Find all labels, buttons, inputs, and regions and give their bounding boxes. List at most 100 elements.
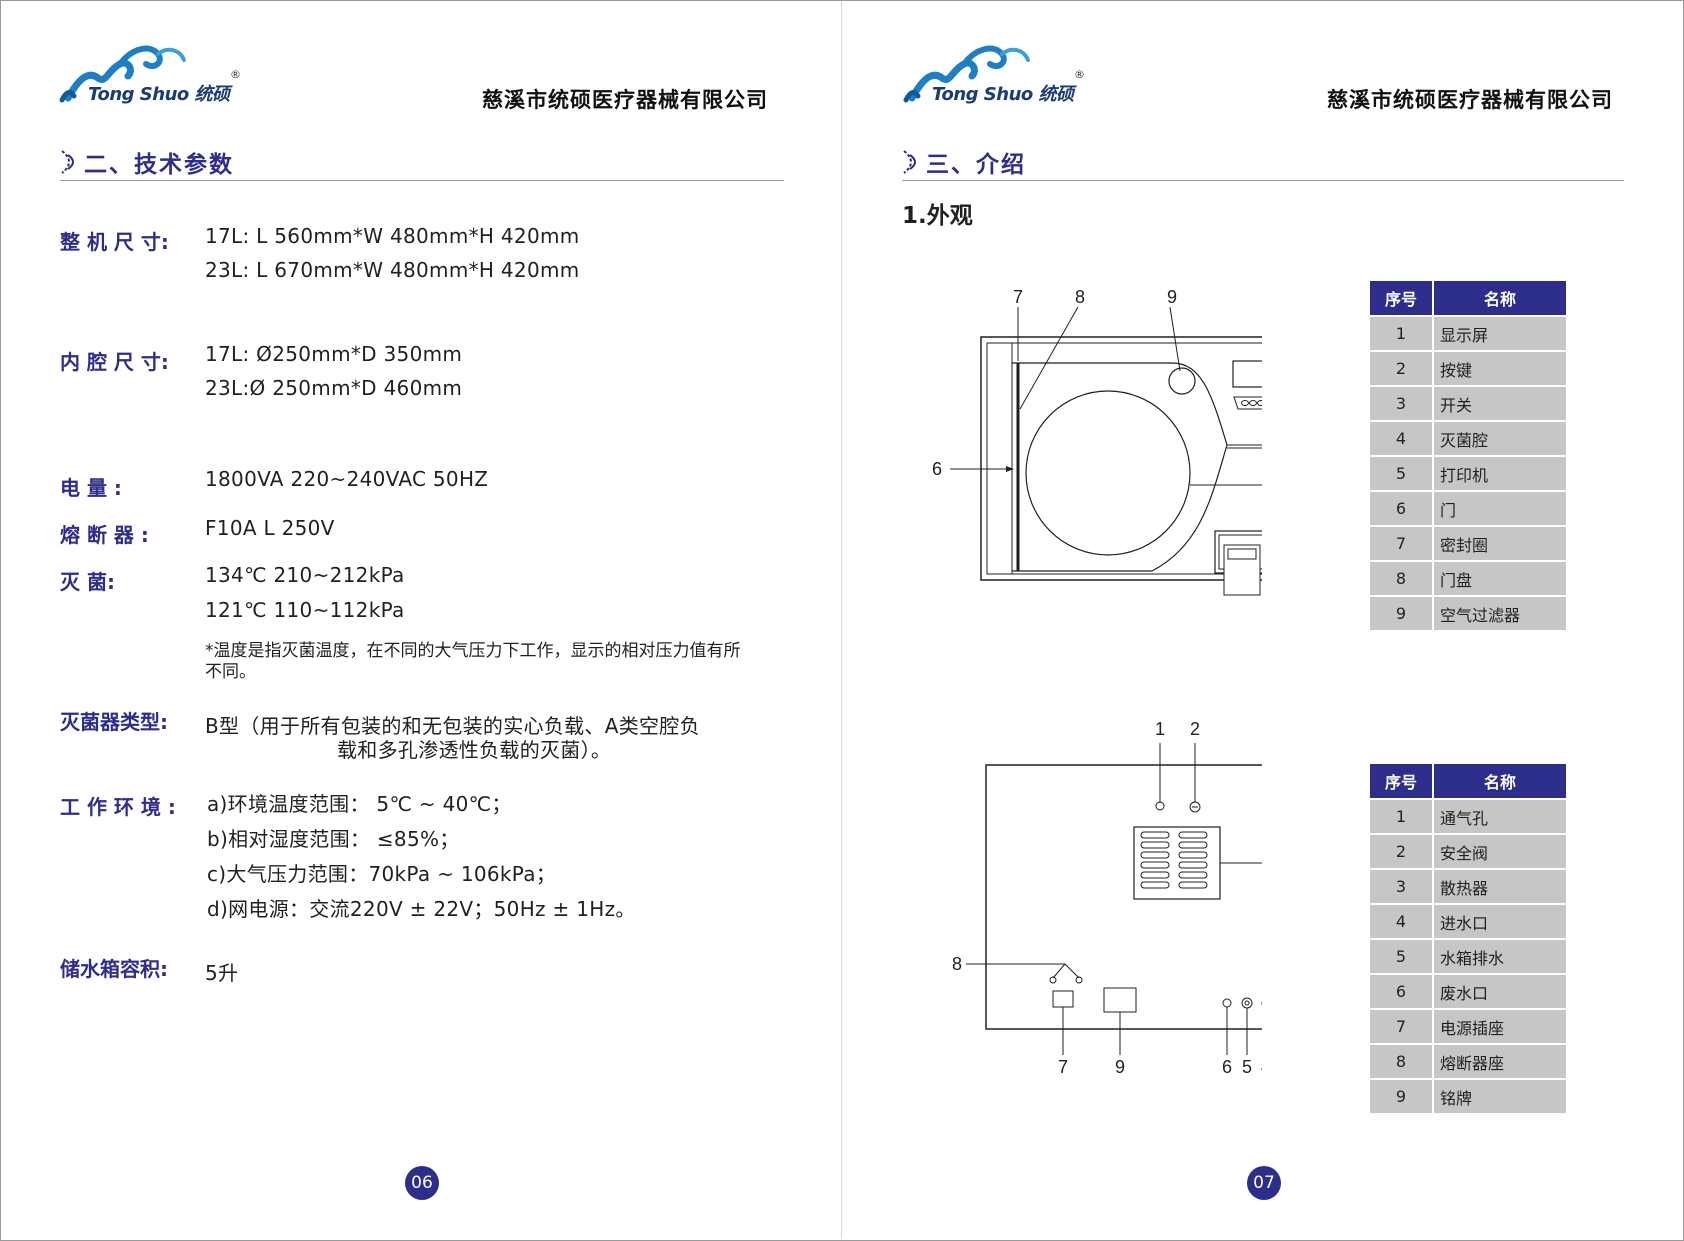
part-number: 6 [1368,490,1434,527]
part-number: 1 [1368,315,1434,352]
name-header: 名称 [1432,279,1568,317]
environment-temperature: a)环境温度范围： 5℃ ~ 40℃； [207,792,512,816]
section-arrow-icon [61,150,74,174]
part-number: 2 [1368,833,1434,870]
sterilization-note: *温度是指灭菌温度，在不同的大气压力下工作，显示的相对压力值有所不同。 [205,641,741,682]
section-title: 三、介绍 [926,152,1026,178]
power-value: 1800VA 220~240VAC 50HZ [205,467,489,491]
brand-name: Tong Shuo 统硕 [932,84,1074,105]
section-title: 二、技术参数 [84,152,234,178]
part-name: 铭牌 [1432,1078,1568,1115]
sterilization-value-121: 121℃ 110~112kPa [205,598,405,622]
back-view-diagram: 1 2 3 4 5 6 7 8 9 [952,719,1262,1077]
name-header: 名称 [1432,762,1568,800]
environment-pressure: c)大气压力范围：70kPa ~ 106kPa； [207,862,557,886]
environment-mains: d)网电源：交流220V ± 22V；50Hz ± 1Hz。 [207,897,636,921]
dimensions-value-23l: 23L: L 670mm*W 480mm*H 420mm [205,258,580,282]
chamber-label: 内 腔 尺 寸: [60,350,169,374]
page-number: 07 [1247,1166,1281,1200]
part-name: 门盘 [1432,560,1568,597]
part-name: 废水口 [1432,973,1568,1010]
section-arrow-icon [903,150,916,174]
back-callout-1: 1 [1155,719,1165,739]
back-callout-4: 4 [1261,1057,1262,1077]
tank-label: 储水箱容积: [60,957,168,981]
part-name: 安全阀 [1432,833,1568,870]
part-number: 7 [1368,525,1434,562]
company-name: 慈溪市统硕医疗器械有限公司 [482,88,768,112]
brand-logo: Tong Shuo 统硕 ® [58,40,248,110]
back-callout-6: 6 [1222,1057,1232,1077]
front-callout-9: 9 [1167,287,1177,307]
part-name: 散热器 [1432,868,1568,905]
part-number: 8 [1368,1043,1434,1080]
chamber-value-23l: 23L:Ø 250mm*D 460mm [205,376,463,400]
front-callout-6: 6 [932,459,942,479]
front-callout-8: 8 [1075,287,1085,307]
part-name: 水箱排水 [1432,938,1568,975]
part-number: 2 [1368,350,1434,387]
part-number: 7 [1368,1008,1434,1045]
num-header: 序号 [1368,762,1434,800]
part-name: 门 [1432,490,1568,527]
section-divider [902,180,1624,181]
part-name: 通气孔 [1432,798,1568,835]
part-name: 进水口 [1432,903,1568,940]
tank-value: 5升 [205,961,239,985]
company-name: 慈溪市统硕医疗器械有限公司 [1327,88,1613,112]
brand-logo: Tong Shuo 统硕 ® [902,40,1092,110]
brand-name: Tong Shuo 统硕 [88,84,230,105]
part-number: 4 [1368,420,1434,457]
part-name: 灭菌腔 [1432,420,1568,457]
part-number: 9 [1368,595,1434,632]
part-name: 密封圈 [1432,525,1568,562]
registered-mark: ® [230,68,241,81]
front-view-diagram: 1 2 3 4 5 6 7 8 9 [932,287,1262,596]
sterilization-label: 灭 菌: [60,570,115,594]
part-number: 6 [1368,973,1434,1010]
part-name: 空气过滤器 [1432,595,1568,632]
right-page: Tong Shuo 统硕 ® 慈溪市统硕医疗器械有限公司 三、介绍 1.外观 [842,0,1683,1239]
environment-humidity: b)相对湿度范围： ≤85%； [207,827,460,851]
part-number: 5 [1368,455,1434,492]
part-name: 打印机 [1432,455,1568,492]
part-number: 1 [1368,798,1434,835]
section-divider [60,180,784,181]
part-name: 显示屏 [1432,315,1568,352]
fuse-value: F10A L 250V [205,516,335,540]
type-value-line1: B型（用于所有包装的和无包装的实心负载、A类空腔负 [205,714,700,738]
logo-swoosh-icon [59,45,186,103]
back-callout-9: 9 [1115,1057,1125,1077]
chamber-value-17l: 17L: Ø250mm*D 350mm [205,342,463,366]
part-number: 3 [1368,385,1434,422]
back-callout-2: 2 [1190,719,1200,739]
sterilization-value-134: 134℃ 210~212kPa [205,563,405,587]
type-value-line2: 载和多孔渗透性负载的灭菌）。 [337,738,612,762]
front-callout-7: 7 [1013,287,1023,307]
back-callout-7: 7 [1058,1057,1068,1077]
part-number: 3 [1368,868,1434,905]
part-name: 熔断器座 [1432,1043,1568,1080]
back-callout-8: 8 [952,954,962,974]
type-label: 灭菌器类型: [60,710,168,734]
num-header: 序号 [1368,279,1434,317]
environment-label: 工 作 环 境 : [60,795,176,819]
part-name: 电源插座 [1432,1008,1568,1045]
left-page: Tong Shuo 统硕 ® 慈溪市统硕医疗器械有限公司 二、技术参数 整 机 … [0,0,842,1239]
